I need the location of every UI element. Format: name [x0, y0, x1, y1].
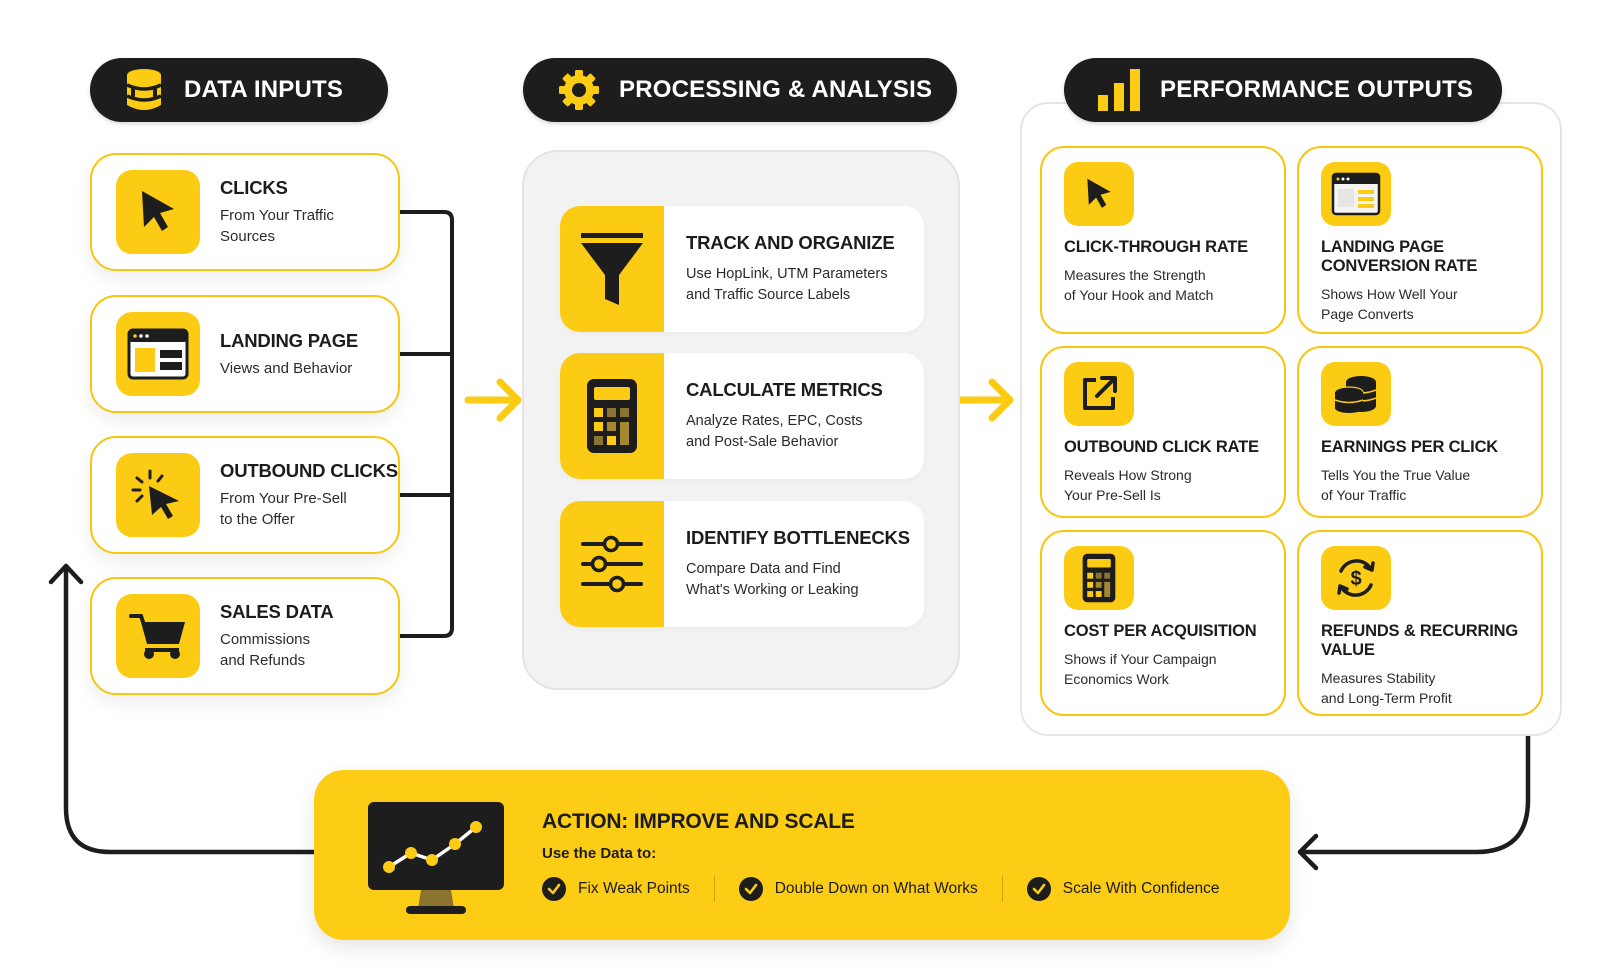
coin-stack-icon — [1321, 362, 1391, 426]
action-subtitle: Use the Data to: — [542, 845, 657, 862]
monitor-chart-icon — [366, 800, 506, 916]
output-card-ctr: CLICK-THROUGH RATE Measures the Strength… — [1040, 146, 1286, 334]
process-card-bottlenecks: IDENTIFY BOTTLENECKS Compare Data and Fi… — [560, 501, 924, 627]
process-title: TRACK AND ORGANIZE — [686, 232, 895, 253]
cursor-icon — [1064, 162, 1134, 226]
cursor-icon — [116, 170, 200, 254]
output-title: COST PER ACQUISITION — [1064, 622, 1257, 640]
header-title: DATA INPUTS — [184, 76, 344, 103]
divider — [1001, 876, 1003, 902]
header-data-inputs: DATA INPUTS — [90, 58, 388, 122]
arrow-to-processing — [464, 378, 522, 422]
process-card-calculate: CALCULATE METRICS Analyze Rates, EPC, Co… — [560, 353, 924, 479]
shopping-cart-icon — [116, 594, 200, 678]
output-title: CLICK-THROUGH RATE — [1064, 238, 1248, 256]
header-title: PROCESSING & ANALYSIS — [619, 76, 933, 103]
action-title: ACTION: IMPROVE AND SCALE — [542, 810, 855, 833]
arrow-outputs-to-action — [1297, 733, 1531, 871]
calculator-icon — [560, 353, 664, 479]
browser-window-icon — [1321, 162, 1391, 226]
output-card-epc: EARNINGS PER CLICK Tells You the True Va… — [1297, 346, 1543, 518]
calculator-icon — [1064, 546, 1134, 610]
bar-chart-icon — [1098, 68, 1142, 112]
input-title: OUTBOUND CLICKS — [220, 460, 398, 481]
input-title: CLICKS — [220, 177, 288, 198]
check-circle-icon — [542, 877, 566, 901]
output-title: EARNINGS PER CLICK — [1321, 438, 1498, 456]
input-title: LANDING PAGE — [220, 329, 359, 351]
input-bracket-line — [400, 210, 454, 638]
check-circle-icon — [738, 877, 763, 901]
action-items: Fix Weak Points Double Down on What Work… — [542, 876, 1220, 902]
sliders-icon — [560, 501, 664, 627]
svg-text:$: $ — [1350, 568, 1361, 590]
divider — [713, 876, 715, 902]
header-title: PERFORMANCE OUTPUTS — [1160, 76, 1474, 103]
process-title: CALCULATE METRICS — [686, 379, 883, 400]
input-title: SALES DATA — [220, 601, 334, 622]
output-title: OUTBOUND CLICK RATE — [1064, 438, 1259, 456]
browser-window-icon — [116, 312, 200, 396]
arrow-feedback-loop — [48, 563, 317, 855]
process-title: IDENTIFY BOTTLENECKS — [686, 527, 910, 548]
header-processing: PROCESSING & ANALYSIS — [523, 58, 957, 122]
funnel-icon — [560, 206, 664, 332]
external-link-icon — [1064, 362, 1134, 426]
action-panel: ACTION: IMPROVE AND SCALE Use the Data t… — [314, 770, 1290, 940]
action-item: Scale With Confidence — [1026, 877, 1220, 901]
click-burst-icon — [116, 453, 200, 537]
action-item: Double Down on What Works — [738, 877, 978, 901]
input-desc: Views and Behavior — [220, 359, 353, 377]
database-icon — [122, 68, 166, 112]
header-performance-outputs: PERFORMANCE OUTPUTS — [1064, 58, 1502, 122]
check-circle-icon — [1026, 877, 1051, 901]
gear-icon — [557, 68, 601, 112]
arrow-to-outputs — [954, 378, 1014, 422]
process-card-track: TRACK AND ORGANIZE Use HopLink, UTM Para… — [560, 206, 924, 332]
input-card-landing-page: LANDING PAGE Views and Behavior — [90, 295, 400, 413]
output-card-cpa: COST PER ACQUISITION Shows if Your Campa… — [1040, 530, 1286, 716]
recurring-dollar-icon: $ — [1321, 546, 1391, 610]
action-item: Fix Weak Points — [542, 877, 690, 901]
